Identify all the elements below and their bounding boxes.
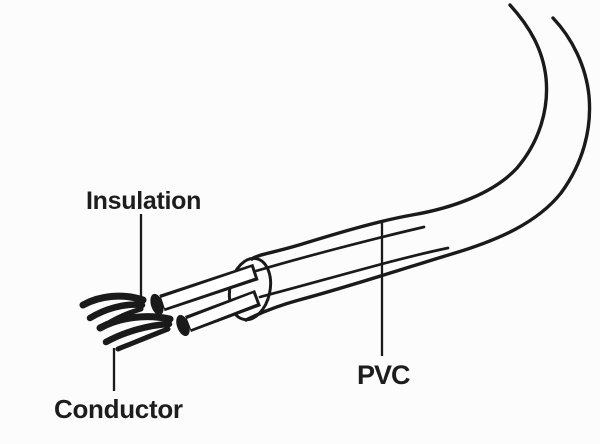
conductor-strand [86, 301, 146, 322]
label-conductor: Conductor [54, 394, 183, 424]
cable-jacket-bottom-edge [244, 16, 592, 322]
cable-jacket-top-edge [250, 3, 549, 261]
inner-wire-line-lower [258, 246, 450, 299]
upper-insulation-cut-edge [150, 293, 164, 316]
conductor-strand [79, 292, 147, 309]
lower-wire-body [187, 293, 257, 330]
lower-insulation-cut-edge [176, 314, 190, 337]
lower-conductor-strands [96, 313, 174, 352]
upper-wire-body [161, 267, 255, 309]
conductor-strand [115, 326, 171, 352]
label-pvc: PVC [357, 360, 411, 390]
conductor-strand [102, 320, 173, 346]
inner-wire-line-upper [254, 225, 426, 273]
conductor-strand [96, 313, 174, 332]
label-insulation: Insulation [86, 187, 202, 215]
